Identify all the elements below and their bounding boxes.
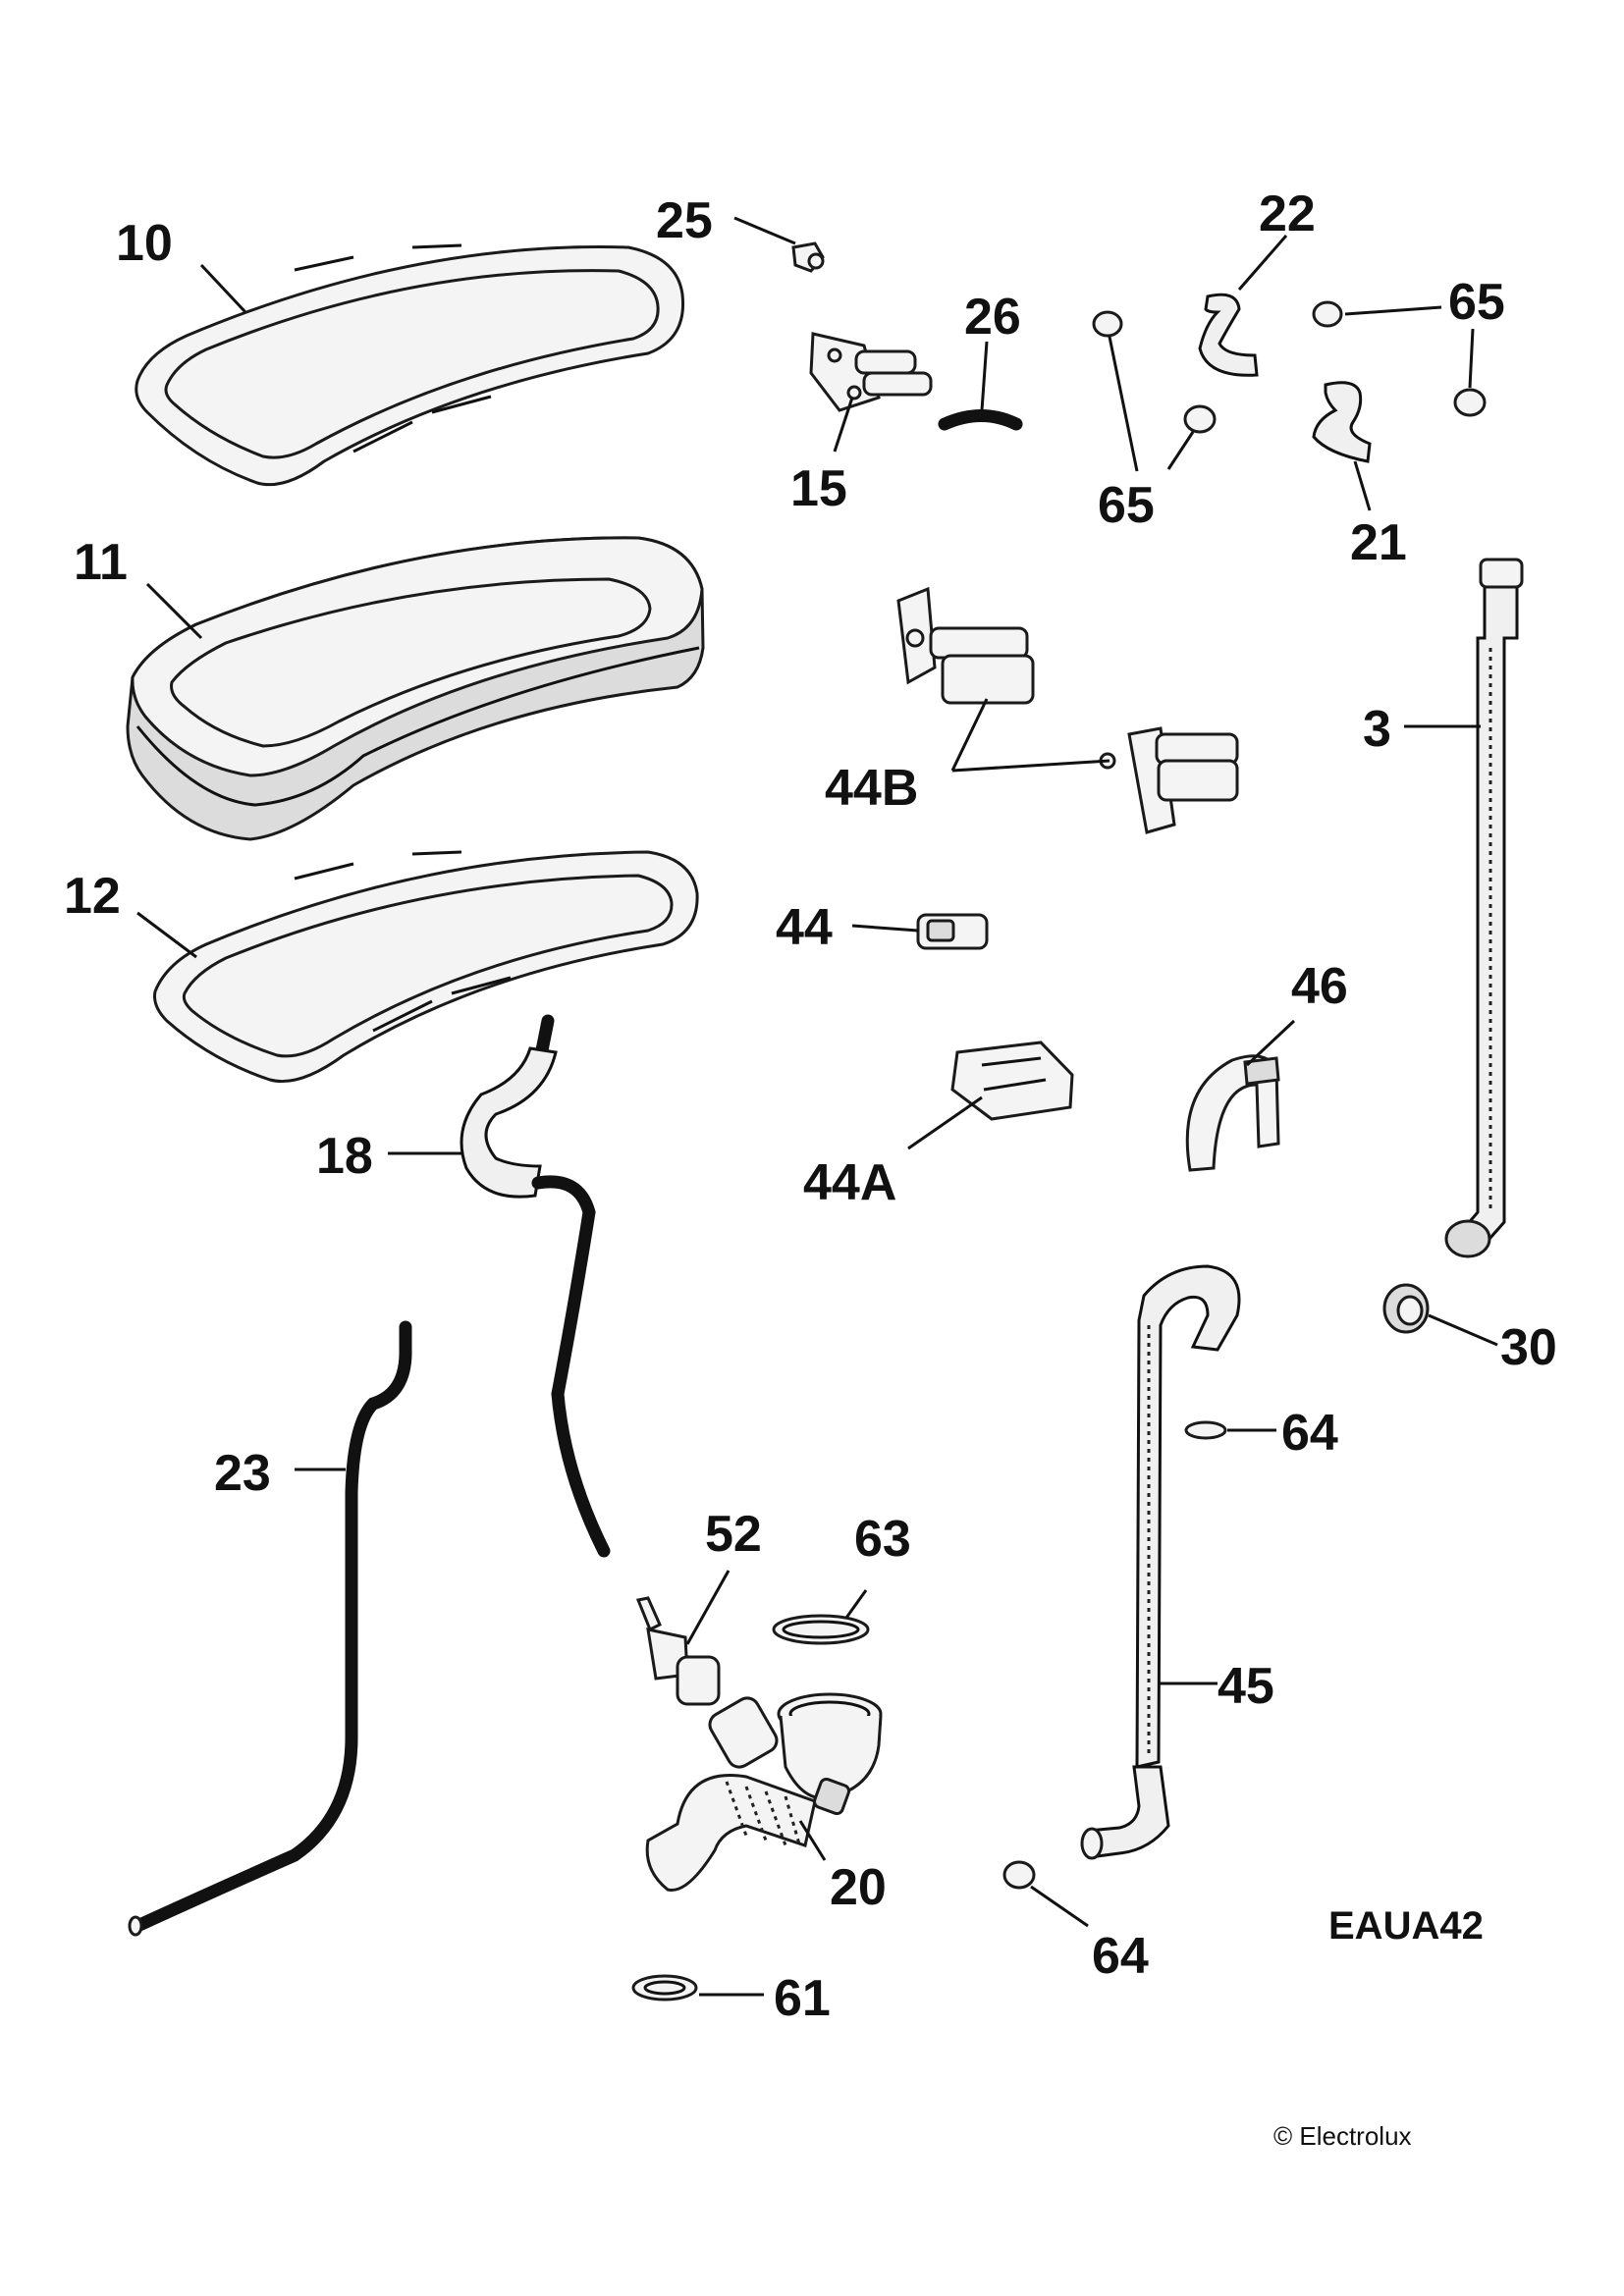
callout-10: 10 xyxy=(116,215,247,314)
callout-64-upper: 64 xyxy=(1227,1405,1338,1462)
valve-15-icon xyxy=(809,332,933,412)
callout-label-64-upper: 64 xyxy=(1281,1405,1338,1462)
callout-44A: 44A xyxy=(803,1095,983,1211)
clamp-63-icon xyxy=(772,1614,870,1645)
callout-label-30: 30 xyxy=(1500,1319,1557,1376)
callout-52: 52 xyxy=(685,1506,762,1645)
callout-label-52: 52 xyxy=(705,1506,762,1563)
callout-label-65-left: 65 xyxy=(1098,477,1155,534)
copyright-notice: © Electrolux xyxy=(1273,2121,1412,2151)
callout-21: 21 xyxy=(1350,460,1407,571)
callout-65-left: 65 xyxy=(1098,336,1195,534)
callout-3: 3 xyxy=(1363,701,1481,758)
callout-label-65-right: 65 xyxy=(1448,274,1505,331)
callout-15: 15 xyxy=(790,397,854,517)
callout-label-15: 15 xyxy=(790,460,847,517)
diagram-code: EAUA42 xyxy=(1328,1904,1484,1948)
callout-61: 61 xyxy=(699,1970,831,2027)
callout-26: 26 xyxy=(964,289,1021,411)
hose-22-icon xyxy=(1198,293,1259,377)
callout-11: 11 xyxy=(74,534,203,640)
callout-label-64-lower: 64 xyxy=(1092,1928,1149,1985)
callout-label-44B: 44B xyxy=(825,760,918,817)
gasket-ring-10-icon xyxy=(135,243,685,487)
callout-64-lower: 64 xyxy=(1030,1885,1149,1985)
hose-18-icon xyxy=(460,1014,611,1558)
pump-hose-20-icon xyxy=(645,1692,883,1892)
callout-label-12: 12 xyxy=(64,868,121,925)
callout-20: 20 xyxy=(798,1820,887,1916)
callout-label-18: 18 xyxy=(316,1128,373,1185)
callout-23: 23 xyxy=(214,1445,346,1502)
clamp-65-right-icon xyxy=(1312,300,1487,417)
callout-label-3: 3 xyxy=(1363,701,1391,758)
callout-25: 25 xyxy=(656,192,796,249)
callout-label-23: 23 xyxy=(214,1445,271,1502)
clamp-64-lower-icon xyxy=(1002,1860,1036,1890)
callout-18: 18 xyxy=(316,1128,463,1185)
callout-label-11: 11 xyxy=(74,534,128,591)
callout-label-45: 45 xyxy=(1218,1658,1274,1715)
callout-30: 30 xyxy=(1428,1313,1557,1376)
door-seal-11-icon xyxy=(126,536,705,841)
sensor-52-icon xyxy=(635,1596,721,1706)
callout-46: 46 xyxy=(1245,958,1348,1067)
callout-63: 63 xyxy=(844,1511,911,1619)
callout-44B: 44B xyxy=(825,698,1110,817)
clip-44A-icon xyxy=(950,1041,1074,1121)
callout-label-63: 63 xyxy=(854,1511,911,1568)
hose-guide-46-icon xyxy=(1185,1054,1280,1172)
callout-45: 45 xyxy=(1159,1658,1274,1715)
callout-label-46: 46 xyxy=(1291,958,1348,1015)
hose-45-icon xyxy=(1080,1264,1241,1860)
bracket-44B-bottom-icon xyxy=(1099,726,1239,834)
nut-30-icon xyxy=(1382,1283,1430,1334)
callout-label-21: 21 xyxy=(1350,514,1407,571)
pin-25-icon xyxy=(791,241,825,273)
gasket-ring-12-icon xyxy=(153,850,699,1084)
clamp-64-upper-icon xyxy=(1184,1420,1227,1440)
hose-21-icon xyxy=(1312,381,1372,463)
callout-12: 12 xyxy=(64,868,197,959)
hose-23-icon xyxy=(128,1320,412,1937)
clip-44-icon xyxy=(916,913,989,950)
seal-61-icon xyxy=(631,1974,698,2002)
callout-label-26: 26 xyxy=(964,289,1021,346)
callout-label-61: 61 xyxy=(774,1970,831,2027)
callout-44: 44 xyxy=(776,899,919,956)
callout-label-44: 44 xyxy=(776,899,833,956)
callout-label-10: 10 xyxy=(116,215,173,272)
callout-22: 22 xyxy=(1237,186,1316,291)
bracket-44B-top-icon xyxy=(896,586,1035,705)
hose-26-icon xyxy=(938,409,1023,431)
clamp-65-left-icon xyxy=(1092,310,1217,434)
callout-label-20: 20 xyxy=(830,1859,887,1916)
callout-label-25: 25 xyxy=(656,192,713,249)
callout-label-44A: 44A xyxy=(803,1154,896,1211)
callout-label-22: 22 xyxy=(1259,186,1316,242)
hose-3-icon xyxy=(1444,558,1524,1258)
callout-65-right: 65 xyxy=(1344,274,1505,389)
